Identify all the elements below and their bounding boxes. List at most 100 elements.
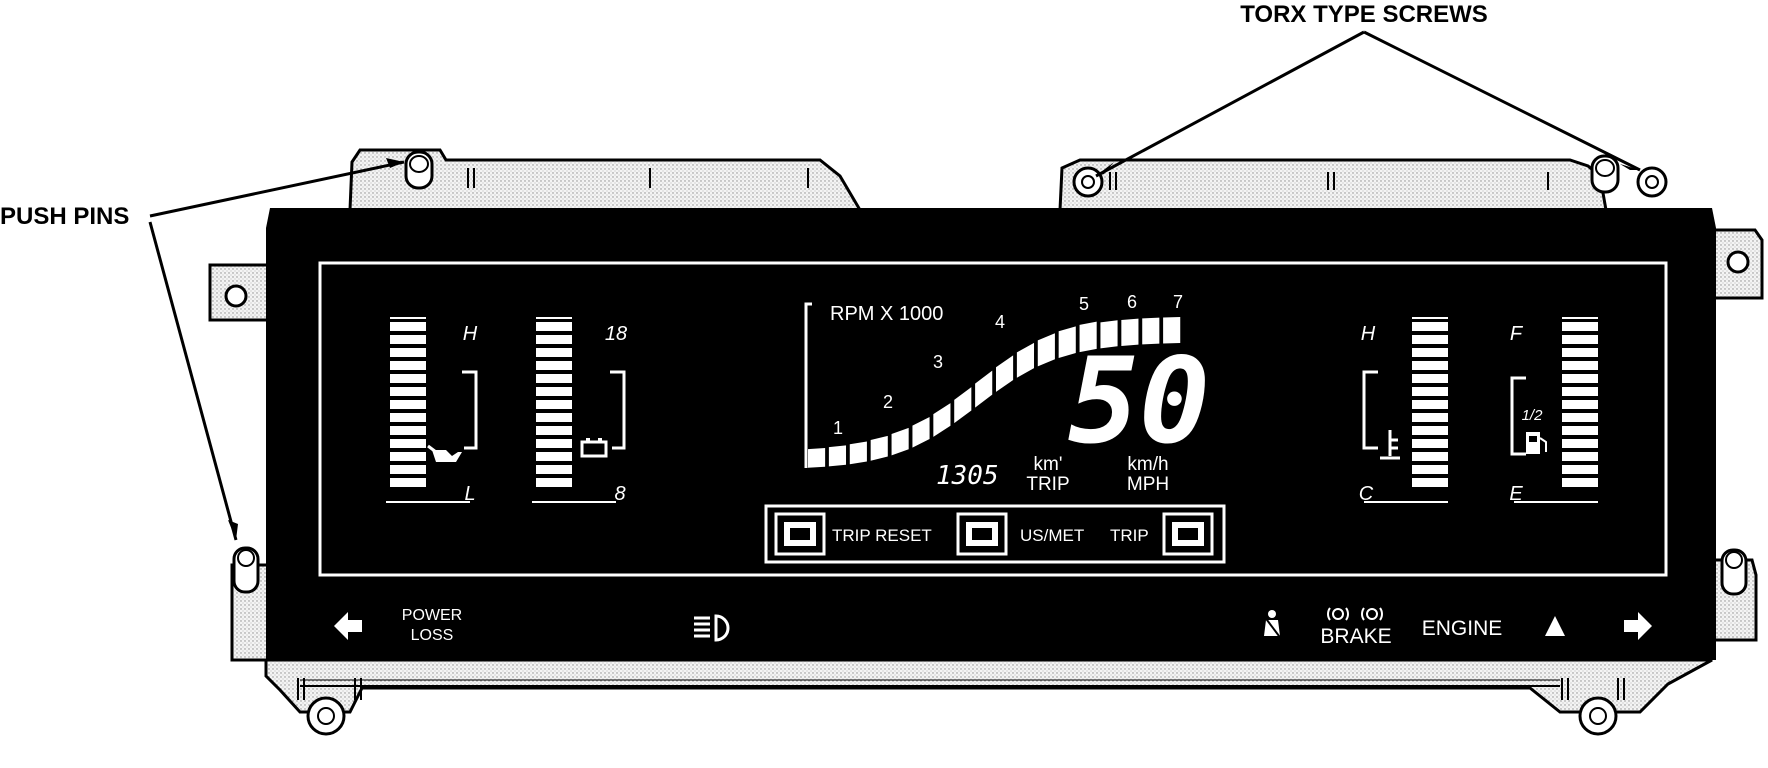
torx-screw-icon: [1578, 696, 1618, 736]
volt-gauge-high-label: 18: [605, 323, 627, 345]
gauge-segment: [1562, 400, 1598, 409]
oil-gauge-low-label: L: [464, 483, 475, 505]
tach-segment: [912, 416, 930, 448]
gauge-segment: [536, 374, 572, 383]
gauge-segment: [1562, 374, 1598, 383]
tach-segment: [1058, 326, 1076, 358]
tach-scale-label: 1: [833, 418, 843, 438]
gauge-segment: [1562, 478, 1598, 487]
gauge-segment: [1562, 465, 1598, 474]
tach-segment: [996, 355, 1014, 392]
tach-segment: [933, 403, 951, 437]
tach-segment: [1142, 317, 1160, 345]
mount-hole-right: [1726, 250, 1750, 274]
tach-bar-graph: [808, 316, 1181, 468]
torx-screw-icon: [1636, 166, 1668, 198]
volt-gauge-bracket: [610, 370, 626, 450]
tach-segment: [808, 448, 826, 468]
trip-unit-top: km': [1034, 454, 1063, 475]
fuel-gauge-half-label: 1/2: [1522, 407, 1544, 424]
tach-title: RPM X 1000: [830, 303, 943, 325]
speed-readout: 50: [1068, 332, 1210, 470]
tach-scale-label: 6: [1127, 292, 1137, 312]
gauge-segment: [1412, 335, 1448, 344]
gauge-segment: [536, 452, 572, 461]
speed-unit-top: km/h: [1127, 454, 1168, 475]
gauge-segment: [390, 439, 426, 448]
gauge-segment: [390, 478, 426, 487]
gauge-segment: [1412, 426, 1448, 435]
tach-bracket: [804, 302, 812, 468]
push-pins-callout: PUSH PINS: [0, 203, 129, 230]
gauge-segment: [1412, 439, 1448, 448]
coolant-temp-gauge: [1364, 317, 1448, 503]
oil-pressure-gauge: [386, 317, 470, 503]
gauge-segment: [536, 387, 572, 396]
callout-arrowhead: [386, 158, 404, 168]
right-turn-arrow-icon: [1624, 612, 1652, 640]
warning-triangle-icon: [1545, 616, 1565, 636]
fuel-pump-icon: [1526, 432, 1547, 454]
trip-unit-bottom: TRIP: [1026, 474, 1069, 495]
trip-odometer-readout: 1305: [936, 461, 999, 491]
brake-icon: [1327, 607, 1383, 621]
oil-gauge-bracket: [462, 370, 478, 450]
battery-icon: [580, 438, 608, 458]
gauge-segment: [1412, 400, 1448, 409]
lcd-window: [318, 261, 1668, 577]
gauge-segment: [536, 400, 572, 409]
trip-button[interactable]: [1162, 512, 1214, 556]
voltage-gauge: [532, 317, 616, 503]
gauge-segment: [1412, 413, 1448, 422]
us-met-label: US/MET: [1020, 526, 1084, 545]
oil-can-icon: [427, 444, 462, 462]
gauge-segment: [390, 387, 426, 396]
gauge-segment: [536, 413, 572, 422]
fuel-gauge: [1514, 317, 1598, 503]
gauge-segment: [390, 465, 426, 474]
tach-segment: [1121, 318, 1139, 346]
control-button-panel: TRIP RESET US/MET TRIP: [764, 504, 1226, 564]
temp-gauge-bracket: [1362, 370, 1378, 450]
gauge-segment: [536, 335, 572, 344]
callout-arrowhead: [1620, 164, 1640, 170]
tach-scale-label: 4: [995, 312, 1005, 332]
gauge-segment: [1412, 361, 1448, 370]
gauge-segment: [390, 426, 426, 435]
callout-arrowhead: [228, 520, 238, 540]
gauge-segment: [536, 361, 572, 370]
temp-gauge-low-label: C: [1359, 483, 1374, 505]
gauge-segment: [390, 322, 426, 331]
us-met-button[interactable]: [956, 512, 1008, 556]
tach-segment: [1100, 320, 1118, 349]
gauge-segment: [1562, 348, 1598, 357]
fuel-gauge-low-label: E: [1509, 483, 1523, 505]
gauge-segment: [1562, 361, 1598, 370]
gauge-segment: [536, 348, 572, 357]
display-face: [266, 208, 1716, 660]
tach-scale-label: 2: [883, 392, 893, 412]
trip-reset-label: TRIP RESET: [832, 526, 932, 545]
gauge-segment: [1562, 387, 1598, 396]
tach-segment: [975, 370, 993, 408]
tach-segment: [1079, 321, 1097, 353]
gauge-segment: [536, 478, 572, 487]
thermometer-icon: [1380, 430, 1400, 460]
gauge-segment: [390, 374, 426, 383]
tach-segment: [1037, 333, 1055, 367]
gauge-segment: [1562, 452, 1598, 461]
torx-screw-icon: [1072, 166, 1104, 198]
callout-arrowhead: [1096, 162, 1114, 176]
gauge-segment: [1412, 387, 1448, 396]
tach-scale-label: 5: [1079, 294, 1089, 314]
speed-unit-bottom: MPH: [1127, 474, 1169, 495]
gauge-segment: [1562, 426, 1598, 435]
brake-label: BRAKE: [1320, 625, 1391, 648]
push-pin-icon: [1590, 154, 1620, 194]
gauge-segment: [536, 322, 572, 331]
trip-reset-button[interactable]: [774, 512, 826, 556]
temp-gauge-high-label: H: [1361, 323, 1376, 345]
fuel-gauge-bracket: [1510, 376, 1526, 456]
callout-leaders: [148, 30, 1641, 541]
